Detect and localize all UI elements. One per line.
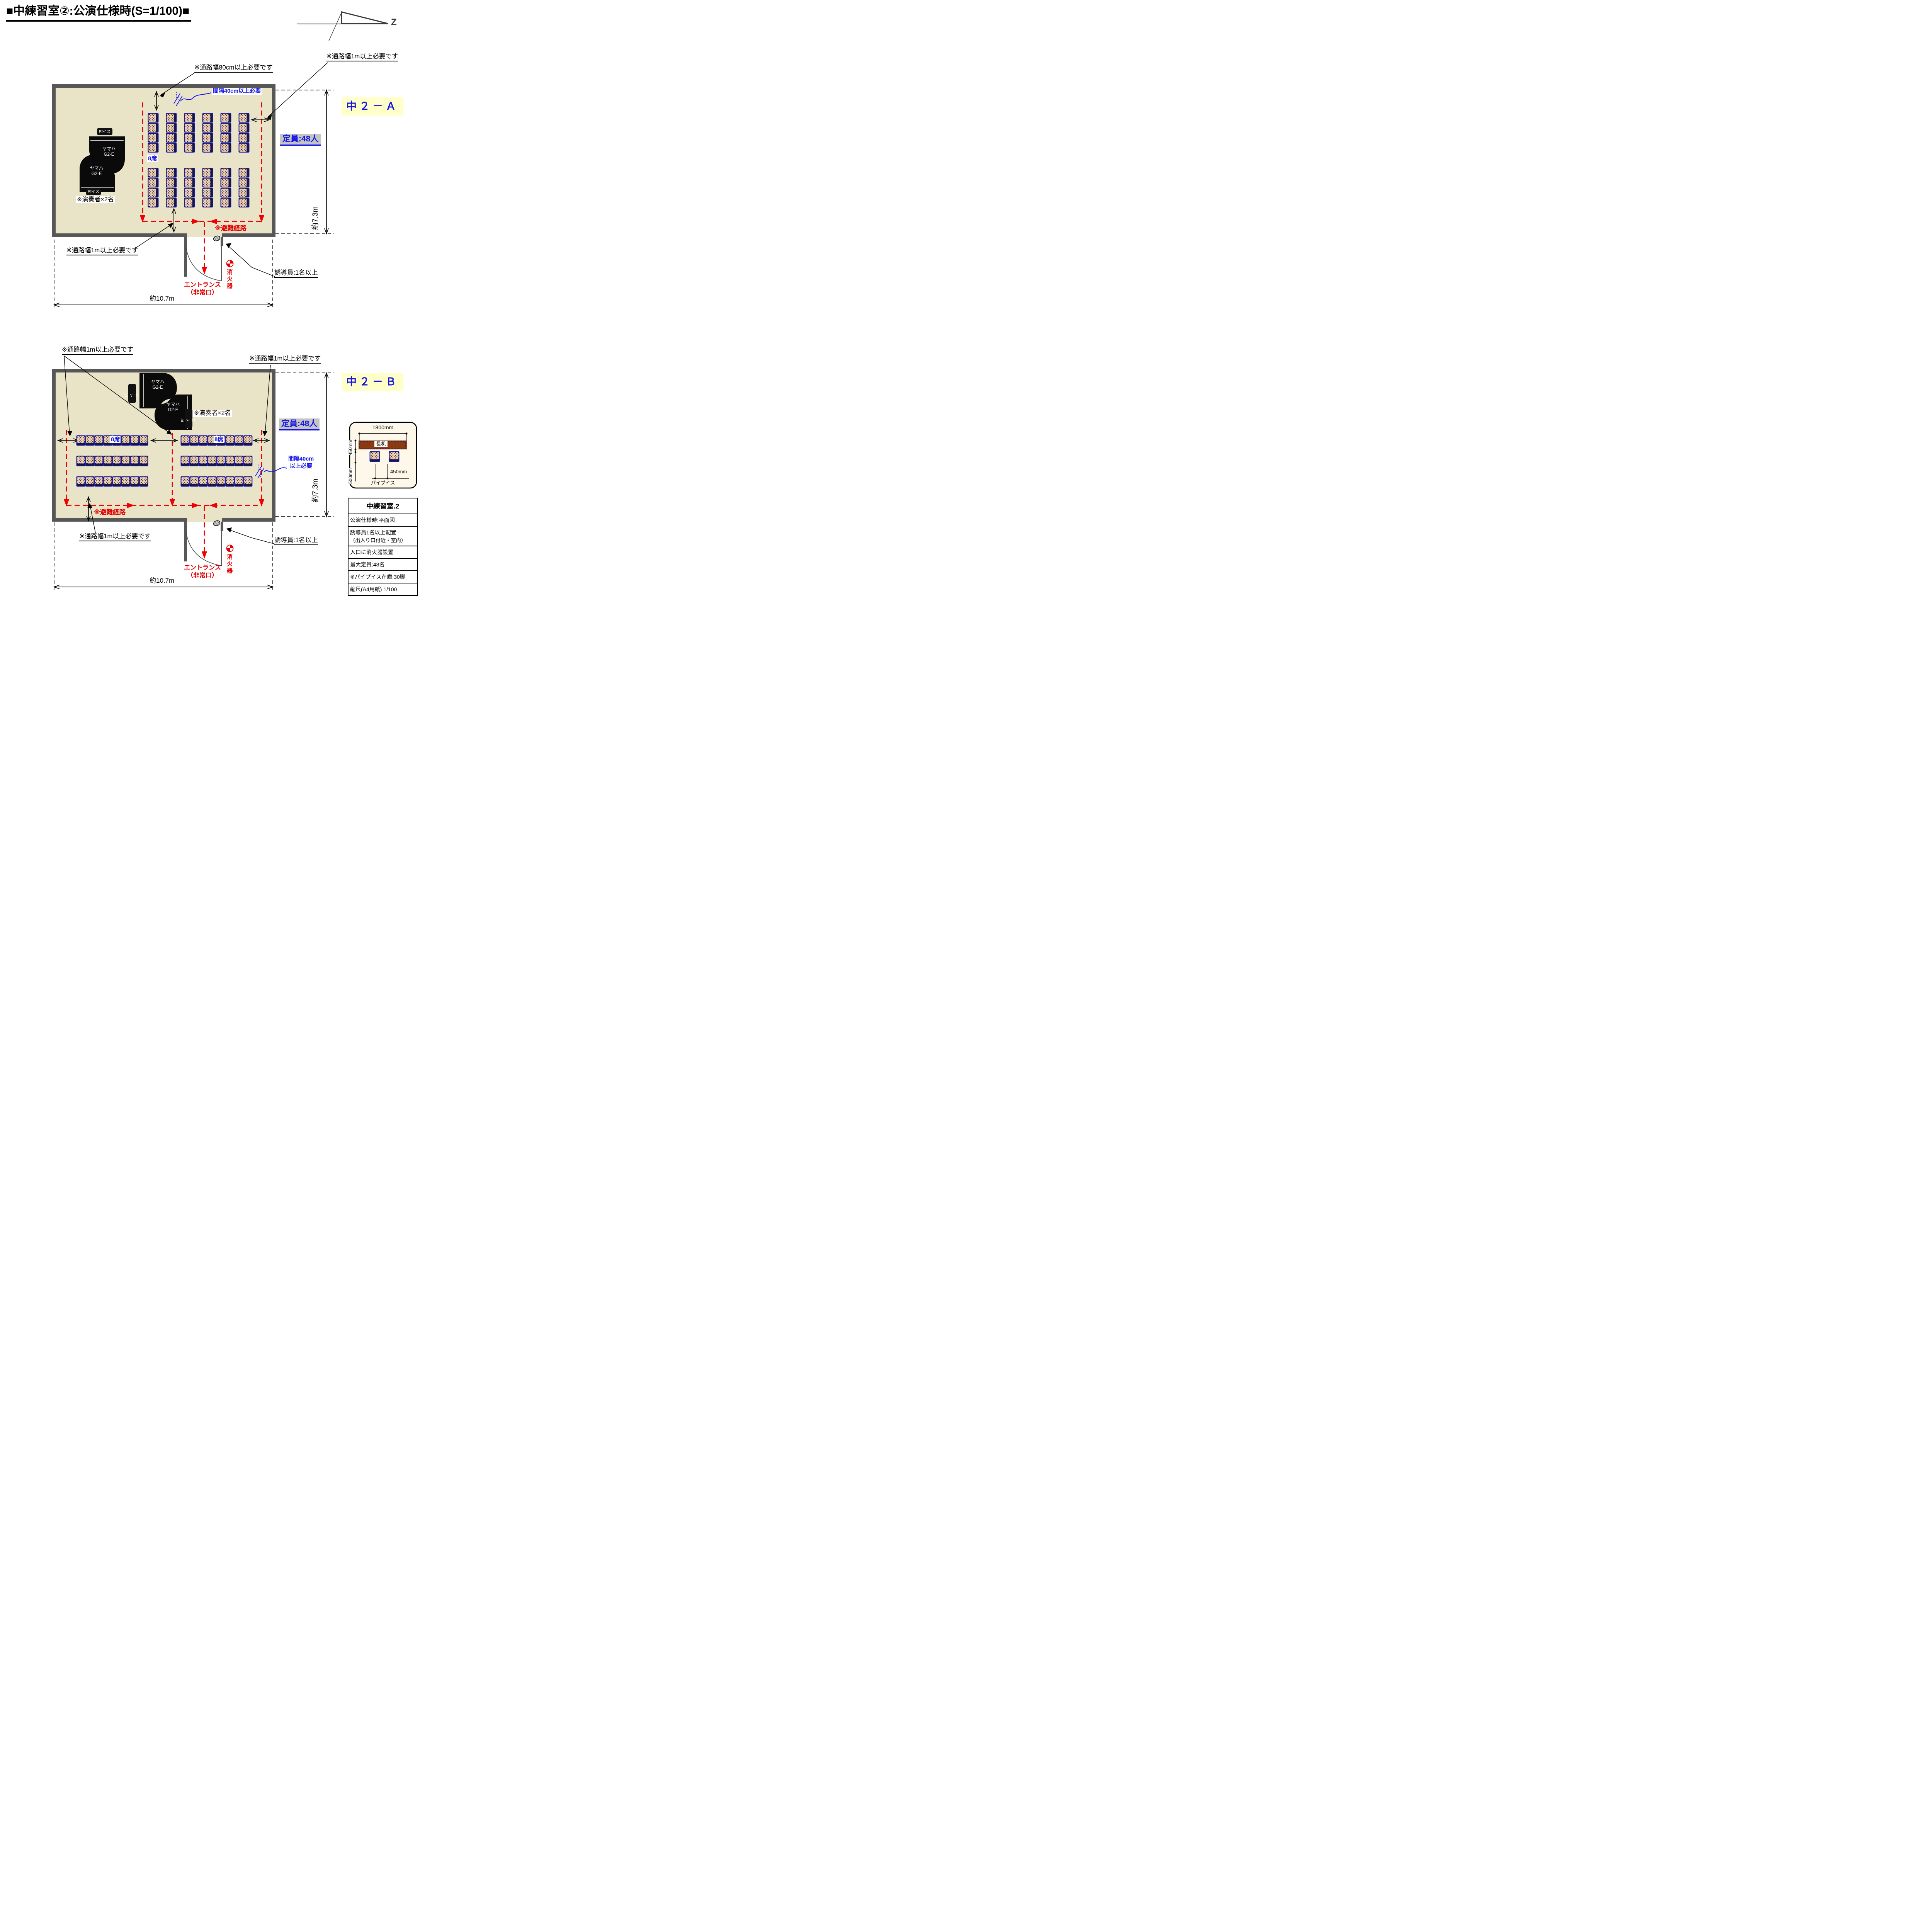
plan-b-gap-40cm-note-line1: 間隔40cm <box>287 456 315 463</box>
plan-a-extinguisher-label: 消火器 <box>226 269 233 290</box>
info-scale: 縮尺(A4用紙) 1/100 <box>349 583 417 595</box>
plan-a-gap-marks <box>173 92 212 106</box>
entrance-opening <box>187 517 222 522</box>
plan-b-gap-marks <box>255 464 287 479</box>
info-chair-stock: ※パイプイス在庫:30脚 <box>349 570 417 583</box>
plan-b-aisle-1m-note-top-left: ※通路幅1m以上必要です <box>62 346 134 355</box>
info-extinguisher: 入口に消火器設置 <box>349 546 417 558</box>
plan-a-performers-note: ※演奏者×2名 <box>76 196 115 204</box>
plan-b-seat-count-left: 8席 <box>110 436 121 443</box>
door-jamb-right <box>221 237 223 246</box>
extinguisher-symbol-a <box>226 260 234 267</box>
info-drawing-type: 公演仕様時:平面図 <box>349 514 417 526</box>
plan-b-room-name: 中２－Ｂ <box>342 373 403 391</box>
piano-chair-a2: Pfイス <box>86 188 101 195</box>
plan-a-evac-route <box>142 102 262 274</box>
detail-table-depth: 450mm <box>348 439 354 455</box>
plan-a-guide-staff-note: 誘導員:1名以上 <box>274 269 318 278</box>
plan-a-entrance-label: エントランス <box>184 282 221 288</box>
info-guide-staff: 誘導員1名以上配置 （出入り口付近・室内） <box>349 526 417 546</box>
plan-b-dimensions <box>53 372 329 589</box>
plan-b-height-dimension: 約7.3m <box>311 478 320 502</box>
plan-b-performers-note: ※演奏者×2名 <box>193 410 232 417</box>
plan-a-dimensions <box>53 89 329 307</box>
extinguisher-symbol-b <box>226 544 234 552</box>
plan-a-height-dimension: 約7.3m <box>311 206 320 230</box>
door-jamb-right <box>221 522 223 531</box>
plan-b-extension-lines <box>54 372 334 591</box>
vestibule-wall-left <box>184 237 187 277</box>
folding-chairs <box>76 113 400 487</box>
plan-a-evac-route-label: ※避難経路 <box>215 225 247 232</box>
plan-b-capacity: 定員:48人 <box>279 418 320 431</box>
info-room-title: 中練習室.2 <box>366 502 400 510</box>
plan-a-aisle-1m-note-top-right: ※通路幅1m以上必要です <box>326 53 398 61</box>
plan-a-width-dimension: 約10.7m <box>150 295 175 302</box>
plan-b-aisle-1m-note-top-right: ※通路幅1m以上必要です <box>249 355 321 364</box>
plan-b-leader-tips <box>67 429 267 532</box>
detail-chair-pitch: 450mm <box>389 469 408 475</box>
plan-b-guide-staff-note: 誘導員:1名以上 <box>274 537 318 545</box>
plan-b-evac-route <box>66 425 262 558</box>
plan-a-gap-40cm-note: 間隔40cm以上必要 <box>212 88 262 95</box>
info-table: 中練習室.2 公演仕様時:平面図 誘導員1名以上配置 （出入り口付近・室内） 入… <box>348 498 418 596</box>
guide-person-symbol-b <box>213 520 221 526</box>
plan-a-evac-arrows <box>140 215 264 274</box>
page-title: ■中練習室②:公演仕様時(S=1/100)■ <box>6 5 191 22</box>
plan-a-aisle-80cm-note: ※通路幅80cm以上必要です <box>194 64 273 73</box>
piano-chair-b1: Pfイス <box>124 384 140 403</box>
plan-b-entrance-label: エントランス <box>184 565 221 571</box>
plan-drawing <box>52 10 417 591</box>
detail-chair-label: パイプイス <box>371 480 395 486</box>
plan-a-entrance-label2: （非常口） <box>187 289 218 296</box>
plan-b-evac-route-label: ※避難経路 <box>94 509 126 516</box>
piano-chair-b2: Pfイス <box>180 409 196 428</box>
plan-b-leaders <box>64 355 275 544</box>
plan-a-aisle-1m-note-bottom-left: ※通路幅1m以上必要です <box>66 247 138 255</box>
plan-a-aisle-arrows <box>154 90 270 233</box>
piano-chair-a1: Pfイス <box>97 128 112 135</box>
plan-b-width-dimension: 約10.7m <box>150 577 175 584</box>
guide-person-symbol-a <box>213 235 221 242</box>
plan-a-leaders <box>136 62 328 277</box>
plan-a-seat-count: 8席 <box>147 155 158 162</box>
floor-plan-sheet: ■中練習室②:公演仕様時(S=1/100)■ Z ※通路幅80cm以上必要です … <box>0 0 425 601</box>
plan-b-extinguisher-label: 消火器 <box>226 554 233 575</box>
plan-b-entrance-label2: （非常口） <box>187 572 218 579</box>
detail-table-label: 長机 <box>374 441 388 447</box>
detail-table-width: 1800mm <box>372 424 394 430</box>
plan-b-seat-count-right: 8席 <box>214 436 224 443</box>
north-label: Z <box>391 17 397 27</box>
info-max-capacity: 最大定員:48名 <box>349 558 417 570</box>
detail-box <box>349 422 417 489</box>
door-swing-arc <box>185 531 222 566</box>
plan-b-evac-arrows <box>64 499 264 559</box>
plan-b-aisle-arrows <box>57 438 270 522</box>
north-arrow <box>297 10 388 41</box>
detail-clearance: 500mm <box>348 468 354 484</box>
plan-b-gap-40cm-note-line2: 以上必要 <box>289 463 313 470</box>
plan-a-extension-lines <box>54 90 334 309</box>
plan-a-capacity: 定員:48人 <box>280 134 321 146</box>
plan-a-leader-tips <box>160 92 272 248</box>
plan-b-aisle-1m-note-bottom: ※通路幅1m以上必要です <box>79 533 151 541</box>
plan-a-room-name: 中２－Ａ <box>342 97 403 116</box>
vestibule-wall-left <box>184 522 187 561</box>
door-swing-arc <box>185 246 222 281</box>
